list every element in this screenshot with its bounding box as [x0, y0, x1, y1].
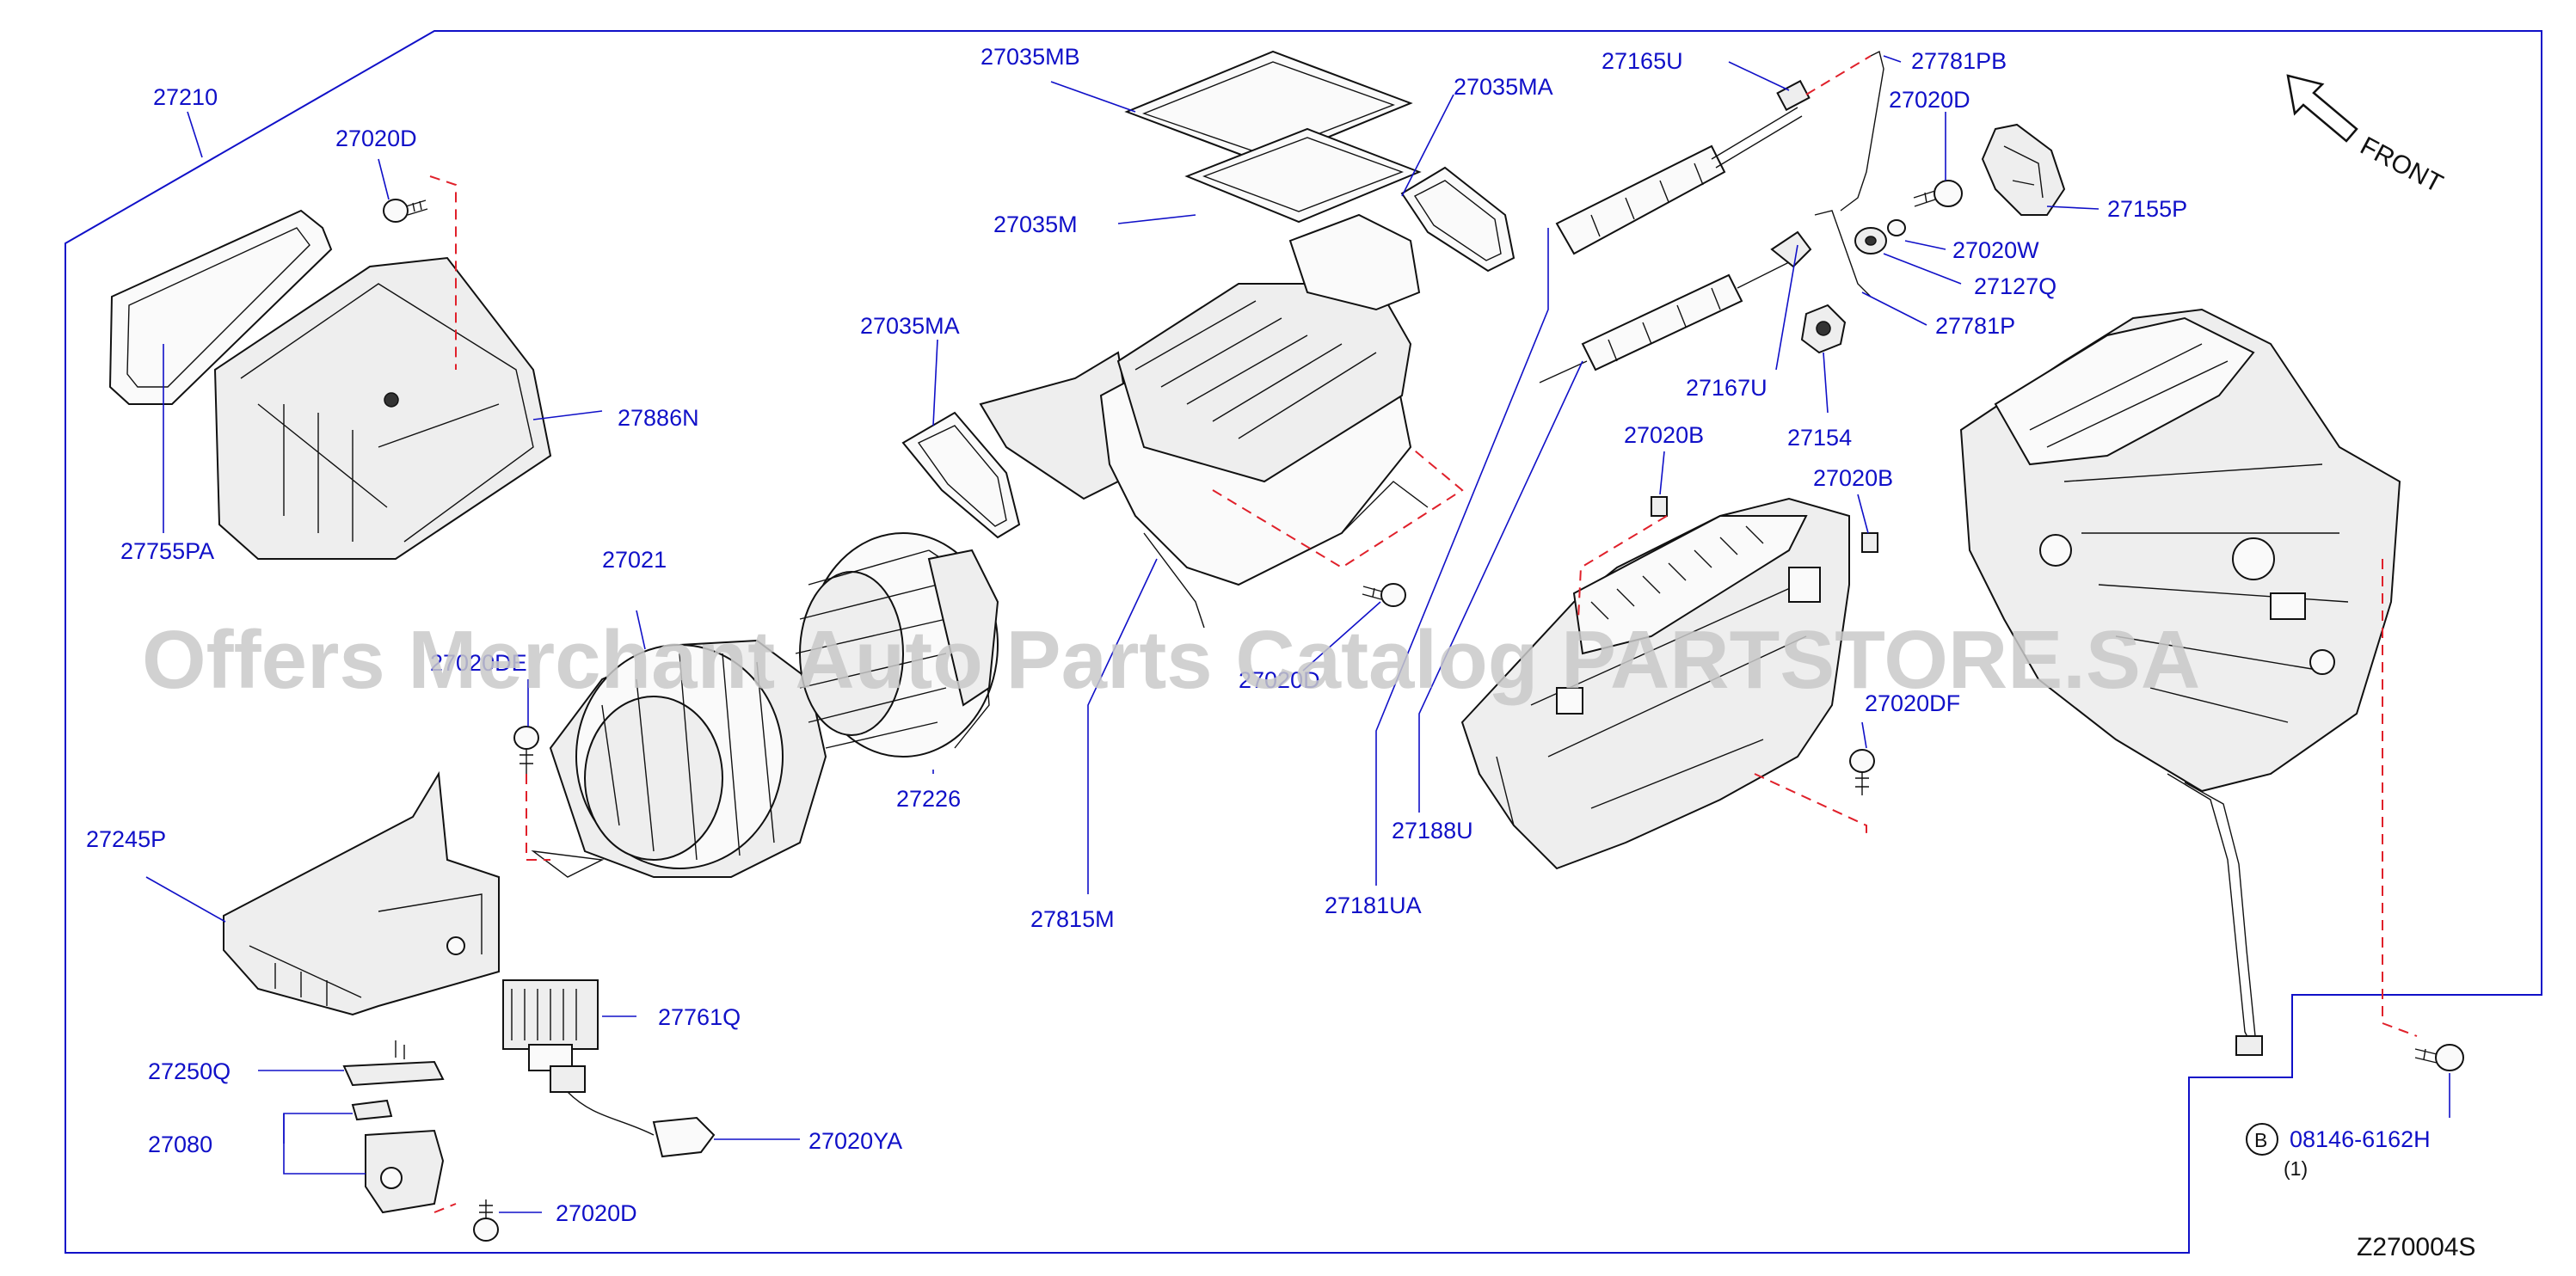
screw-icon [1362, 583, 1406, 607]
part-label: 27781P [1935, 313, 2015, 339]
lever-27127q [1854, 227, 1887, 255]
part-label: 27781PB [1911, 48, 2007, 74]
blower-fan-27226 [795, 532, 999, 758]
note-quantity: (1) [2284, 1157, 2308, 1180]
cover-27155p [1981, 123, 2066, 216]
part-label: 27761Q [658, 1004, 741, 1030]
part-label: 27226 [896, 786, 961, 812]
front-label: FRONT [2356, 132, 2448, 199]
part-label: 27165U [1602, 48, 1683, 74]
front-arrow-icon [2286, 74, 2358, 143]
part-label: 27020D [556, 1200, 637, 1226]
dashed-assembly-line [1754, 773, 1867, 838]
screw-icon [383, 199, 428, 223]
part-label: 27020DE [430, 650, 527, 676]
part-label: 27020D [1889, 87, 1970, 113]
dashed-assembly-line [1212, 446, 1464, 569]
dashed-assembly-line [433, 1203, 457, 1213]
part-label: 27020W [1952, 237, 2039, 263]
screw-icon [473, 1199, 499, 1242]
note-part-number: 08146-6162H [2290, 1126, 2431, 1152]
part-label: 27127Q [1974, 273, 2056, 299]
actuator-motor-27154 [1800, 304, 1847, 354]
part-label: 27755PA [120, 538, 214, 564]
note-symbol: B [2254, 1129, 2267, 1151]
upper-case-27886n [213, 256, 552, 560]
watermark: Offers Merchant Auto Parts Catalog PARTS… [142, 614, 2200, 706]
control-rod-27781pb [1840, 50, 1884, 212]
dashed-assembly-line [1805, 55, 1872, 95]
air-filter-27035m [1184, 127, 1422, 224]
control-rod-27781p [1814, 210, 1872, 298]
part-label: 27020D [335, 126, 417, 151]
part-label: 27188U [1392, 818, 1473, 844]
clip-27020b-right [1861, 532, 1878, 553]
part-label: 27886N [618, 405, 699, 431]
part-label: 27020B [1813, 465, 1893, 491]
part-label: 27020YA [808, 1128, 902, 1154]
intake-duct-27815m [979, 213, 1429, 629]
leader-lines [145, 55, 2450, 1213]
part-label: 27154 [1787, 425, 1852, 451]
door-shaft-27167u [1539, 230, 1812, 383]
dashed-assembly-line [429, 175, 457, 370]
harness-27020ya [550, 1065, 716, 1158]
part-label: 27250Q [148, 1058, 231, 1084]
part-label: 27167U [1686, 375, 1768, 401]
drawing-code: Z270004S [2357, 1233, 2475, 1261]
clip-27020b-left [1651, 496, 1668, 517]
resistor-27761q [502, 979, 599, 1071]
lower-duct-27245p [223, 770, 500, 1016]
link-lever-27250q [342, 1040, 445, 1087]
seal-27035ma-right [1400, 166, 1515, 273]
screw-icon [1849, 749, 1875, 795]
part-label: 27210 [153, 84, 218, 110]
part-label: 27245P [86, 826, 166, 852]
part-label: 27021 [602, 547, 667, 573]
assembly-border [65, 30, 2542, 1254]
seal-27035ma-left [901, 411, 1021, 539]
part-label: 27035MB [981, 44, 1080, 70]
actuator-27080 [351, 1099, 445, 1214]
dashed-assembly-line [526, 774, 550, 861]
screw-icon [2414, 1044, 2464, 1071]
heater-unit-assembly [1959, 308, 2401, 1056]
evaporator-case-27188u [1460, 497, 1850, 870]
part-label: 27035MA [1454, 74, 1553, 100]
air-filter-27035mb [1124, 50, 1413, 165]
part-label: 27035M [993, 212, 1078, 237]
note-symbol-circle-icon [2246, 1123, 2278, 1156]
part-label: 27815M [1030, 906, 1115, 932]
dashed-assembly-line [2382, 559, 2418, 1037]
part-label: 27035MA [860, 313, 960, 339]
gasket-frame-27755pa [108, 209, 333, 405]
part-label: 27020B [1624, 422, 1704, 448]
screw-icon [513, 726, 539, 774]
part-label: 27155P [2107, 196, 2187, 222]
part-label: 27020DF [1865, 690, 1960, 716]
screw-icon [1913, 180, 1963, 207]
part-label: 27181UA [1325, 893, 1422, 918]
door-shaft-27165u [1555, 79, 1811, 255]
blower-housing-27021 [531, 639, 827, 878]
part-label: 27020D [1239, 667, 1320, 693]
washer-27020w [1887, 219, 1906, 236]
part-label: 27080 [148, 1132, 212, 1157]
